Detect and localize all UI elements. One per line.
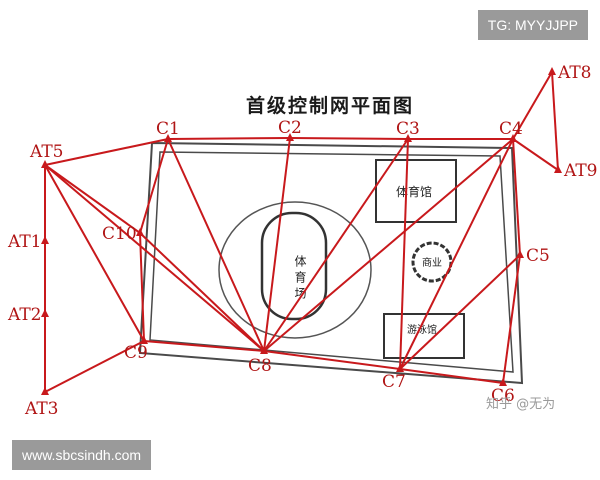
point-marker-at5 xyxy=(41,160,49,168)
pool-label: 游泳馆 xyxy=(407,323,437,336)
edge-c4-at9 xyxy=(512,138,559,171)
edge-at8-at9 xyxy=(551,71,559,171)
point-label-at1: AT1 xyxy=(7,232,42,252)
edge-c4-c5 xyxy=(512,138,521,256)
gym-label: 体育馆 xyxy=(396,184,432,199)
point-label-at5: AT5 xyxy=(29,142,64,162)
edge-at5-c8 xyxy=(44,164,265,352)
edge-at5-c9 xyxy=(44,164,145,342)
point-label-at8: AT8 xyxy=(557,63,592,83)
diagram-title: 首级控制网平面图 xyxy=(246,94,414,117)
edge-c2-c8 xyxy=(263,137,291,352)
point-label-c2: C2 xyxy=(278,118,302,138)
edge-c10-c1 xyxy=(139,138,169,234)
edge-at5-c1 xyxy=(44,138,169,166)
edge-c7-c8 xyxy=(263,350,401,370)
edge-c1-c2 xyxy=(167,137,291,140)
edge-c3-c8 xyxy=(263,138,409,352)
edge-c2-c3 xyxy=(289,137,409,140)
point-label-c3: C3 xyxy=(396,119,420,139)
point-marker-at9 xyxy=(554,165,562,173)
point-label-at2: AT2 xyxy=(7,305,42,325)
point-label-at3: AT3 xyxy=(24,399,59,419)
commerce-circle xyxy=(411,241,453,283)
edge-c9-at3 xyxy=(44,340,145,393)
stadium-outer-ring xyxy=(218,201,372,339)
site-boundary-inner xyxy=(149,151,514,373)
point-marker-at8 xyxy=(548,67,556,75)
point-marker-at2 xyxy=(41,309,49,317)
point-marker-c4 xyxy=(509,134,517,142)
site-boundary-outer xyxy=(138,141,524,385)
point-label-c8: C8 xyxy=(248,356,272,376)
point-marker-c3 xyxy=(404,134,412,142)
point-marker-c2 xyxy=(286,133,294,141)
point-marker-c5 xyxy=(516,250,524,258)
edge-c6-c7 xyxy=(399,368,504,384)
point-marker-at1 xyxy=(41,236,49,244)
point-label-c5: C5 xyxy=(526,246,550,266)
edge-c1-c8 xyxy=(167,138,265,352)
point-label-at9: AT9 xyxy=(563,161,598,181)
edge-c5-c7 xyxy=(399,254,521,370)
edge-c5-c6 xyxy=(502,254,521,384)
commerce-label: 商业 xyxy=(422,256,442,269)
edge-c3-c7 xyxy=(399,138,409,370)
edge-c4-c8 xyxy=(263,138,514,352)
tag-bottom-banner: www.sbcsindh.com xyxy=(12,440,152,470)
edge-at5-c10 xyxy=(44,164,141,234)
tag-top-banner: TG: MYYJJPP xyxy=(477,10,588,40)
point-marker-c8 xyxy=(260,346,268,354)
point-marker-c7 xyxy=(396,364,404,372)
edge-c8-c9 xyxy=(143,340,265,352)
edge-c4-at8 xyxy=(512,71,553,140)
edge-c10-c8 xyxy=(139,232,265,352)
point-label-c7: C7 xyxy=(382,372,406,392)
point-marker-c1 xyxy=(164,134,172,142)
edge-c4-c7 xyxy=(399,138,514,370)
watermark: 知乎 @无为 xyxy=(486,396,555,412)
point-marker-c10 xyxy=(136,228,144,236)
network-edges xyxy=(44,71,559,393)
point-label-c4: C4 xyxy=(499,119,523,139)
point-label-c10: C10 xyxy=(102,224,137,244)
stadium-label: 体育场 xyxy=(293,255,307,303)
stadium-field xyxy=(260,211,328,321)
point-label-c9: C9 xyxy=(124,343,148,363)
point-marker-at3 xyxy=(41,387,49,395)
point-marker-c9 xyxy=(140,336,148,344)
point-label-c6: C6 xyxy=(491,386,515,406)
point-label-c1: C1 xyxy=(156,119,180,139)
point-marker-c6 xyxy=(499,378,507,386)
pool-building xyxy=(383,313,465,359)
edge-c10-c9 xyxy=(139,232,145,342)
